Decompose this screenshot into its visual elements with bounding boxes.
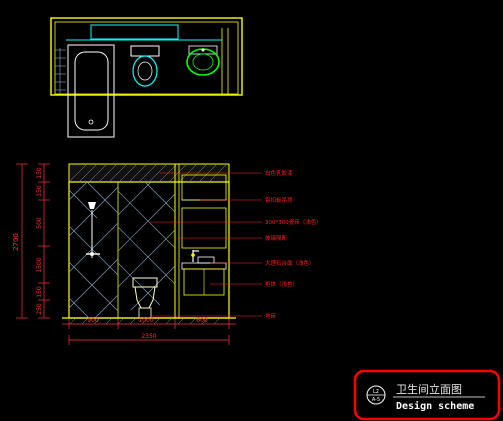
annotation-labels: 白色乳胶漆 铝扣板吊顶 300*300瓷砖（浅色） 玻璃隔断 大理石台面（浅色）… (265, 169, 322, 320)
toilet-icon (130, 45, 160, 87)
basin-bowl (186, 48, 220, 76)
plan-shelf (90, 24, 179, 40)
dimension-label: 2700 (12, 233, 20, 251)
plan-inner-wall (54, 21, 239, 95)
badge-top-text: L2 (373, 389, 379, 395)
shower-head (88, 202, 96, 209)
horizontal-dimensions: 900 1000 600 2350 (62, 317, 236, 345)
toilet-tank (130, 45, 160, 57)
toilet-seat (137, 61, 153, 81)
dimension-label: 600 (196, 317, 208, 324)
bathtub-outer (67, 44, 115, 138)
annotation-label: 大理石台面（浅色） (265, 259, 315, 267)
plan-outer-wall (50, 17, 243, 96)
dimension-label: 1500 (36, 257, 43, 272)
dimension-label: 900 (87, 317, 99, 324)
washbasin-icon (197, 256, 215, 264)
annotation-label: 300*300瓷砖（浅色） (265, 218, 322, 226)
dimension-label: 150 (36, 286, 43, 298)
basin-faucet (201, 48, 205, 52)
title-block: L2 A-5 卫生间立面图 Design scheme (353, 369, 501, 421)
toilet-bowl (132, 55, 158, 87)
washbasin-icon (186, 45, 220, 76)
shower-knob (90, 252, 94, 256)
bathtub-inner (74, 51, 109, 131)
bathtub-drain (88, 119, 94, 125)
plan-hatch (55, 48, 66, 94)
tile-pattern (117, 181, 176, 311)
dimension-label: 1000 (138, 317, 153, 324)
vertical-dimensions: 2700 150 150 500 1500 150 250 (12, 163, 50, 319)
annotation-label: 玻璃隔断 (265, 234, 288, 242)
tile-pattern (68, 181, 119, 319)
showerhead-icon (86, 202, 100, 258)
floor-hatch (69, 317, 221, 325)
title-highlight-frame (353, 369, 501, 421)
elevation-view (62, 163, 236, 325)
annotation-label: 地砖 (265, 312, 277, 320)
dimension-ticks (38, 163, 50, 319)
faucet-icon (191, 250, 199, 262)
bathtub-icon (67, 44, 115, 138)
annotation-label: 柜体（浅色） (265, 280, 298, 288)
plan-view (50, 17, 243, 138)
dimension-label: 250 (36, 303, 43, 315)
drawing-title-en: Design scheme (396, 400, 474, 412)
annotation-label: 白色乳胶漆 (265, 169, 293, 177)
dimension-ticks (68, 319, 230, 329)
dimension-label: 150 (36, 185, 43, 197)
mirror (181, 207, 227, 249)
badge-bottom-text: A-5 (372, 397, 380, 403)
annotation-leaders (150, 172, 262, 317)
countertop (181, 262, 227, 270)
toilet-tank (132, 277, 158, 288)
annotation-label: 铝扣板吊顶 (265, 196, 293, 204)
dimension-label: 2350 (141, 333, 156, 340)
drawing-title-cn: 卫生间立面图 (396, 382, 462, 396)
basin-inner (192, 53, 214, 71)
toilet-icon (132, 277, 158, 319)
vanity-area (181, 174, 227, 296)
dimension-label: 500 (36, 217, 43, 229)
dimension-label: 150 (36, 167, 43, 179)
